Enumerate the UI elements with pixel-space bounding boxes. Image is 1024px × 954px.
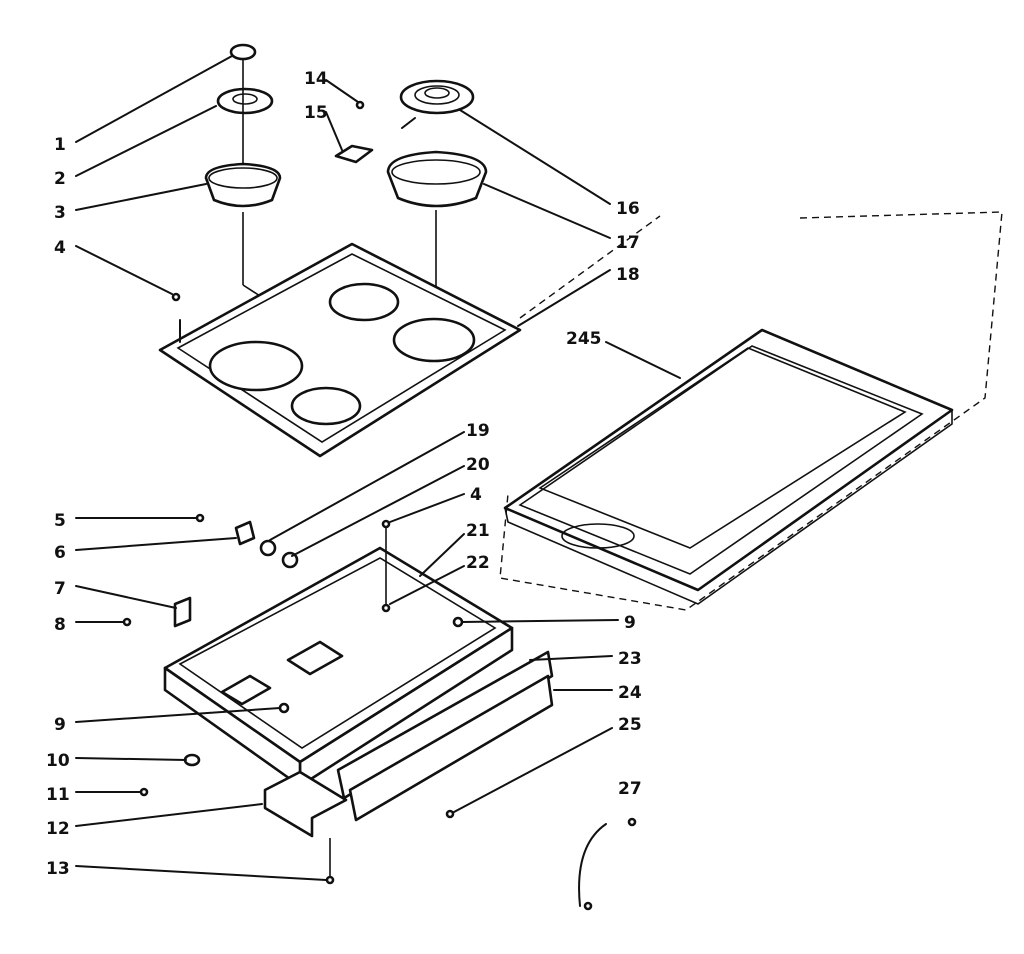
callout-10: 10 [46,751,70,771]
callout-5: 5 [54,511,66,531]
callout-1: 1 [54,135,66,155]
burner-opening [392,317,476,363]
burner-head-part [216,87,274,115]
wire-end [583,901,593,911]
callout-17: 17 [616,233,640,253]
callout-7: 7 [54,579,66,599]
bracket-part [263,770,348,838]
glass-cooktop-part [503,328,954,592]
callout-8: 8 [54,615,66,635]
screw-part [325,875,335,885]
callout-12: 12 [46,819,70,839]
cooktop-panel [158,242,522,458]
knob-part [183,753,201,767]
callout-25: 25 [618,715,642,735]
callout-9a: 9 [624,613,636,633]
terminal-part [259,539,277,557]
callout-11: 11 [46,785,70,805]
screw-part [381,519,391,529]
burner-opening [290,386,362,426]
burner-opening [328,282,400,322]
drip-bowl-small-part [204,162,282,208]
callout-4: 4 [54,238,66,258]
screw-part [445,809,455,819]
callout-4b: 4 [470,485,482,505]
screw-part [195,513,205,523]
callout-2: 2 [54,169,66,189]
callout-21: 21 [466,521,490,541]
burner-assembly-right [334,79,488,355]
callout-15: 15 [304,103,328,123]
callout-6: 6 [54,543,66,563]
terminal-part [281,551,299,569]
screw-part [171,292,181,302]
callout-14: 14 [304,69,328,89]
callout-22: 22 [466,553,490,573]
vent-cutout [286,640,344,676]
callout-27: 27 [618,779,642,799]
callout-9b: 9 [54,715,66,735]
callout-labels: 1 2 3 4 14 15 16 17 18 245 19 20 4 21 22… [46,69,642,879]
front-trim-part [348,674,554,822]
callout-23: 23 [618,649,642,669]
wire-end [627,817,637,827]
screw-part [139,787,149,797]
glass-top-assembly [499,211,1003,611]
screw-part [452,616,464,628]
screw-part [278,702,290,714]
callout-20: 20 [466,455,490,475]
terminal-part [234,520,256,546]
callout-16: 16 [616,199,640,219]
burner-opening [208,340,304,392]
drip-bowl-large-part [386,150,488,208]
callout-24: 24 [618,683,642,703]
cooktop-main-top [158,242,522,458]
screw-part [355,100,365,110]
callout-3: 3 [54,203,66,223]
vent-cutout [220,674,272,706]
assembly-outline [499,211,1003,611]
wire-part [578,823,607,907]
lower-chassis [122,513,637,911]
terminal-block-part [334,144,374,164]
burner-cap-part [229,43,257,61]
callout-13: 13 [46,859,70,879]
callout-19: 19 [466,421,490,441]
trim-strip-part [336,650,554,800]
callout-245: 245 [566,329,602,349]
clip-part [173,596,192,628]
leader-lines [75,55,681,881]
callout-18: 18 [616,265,640,285]
